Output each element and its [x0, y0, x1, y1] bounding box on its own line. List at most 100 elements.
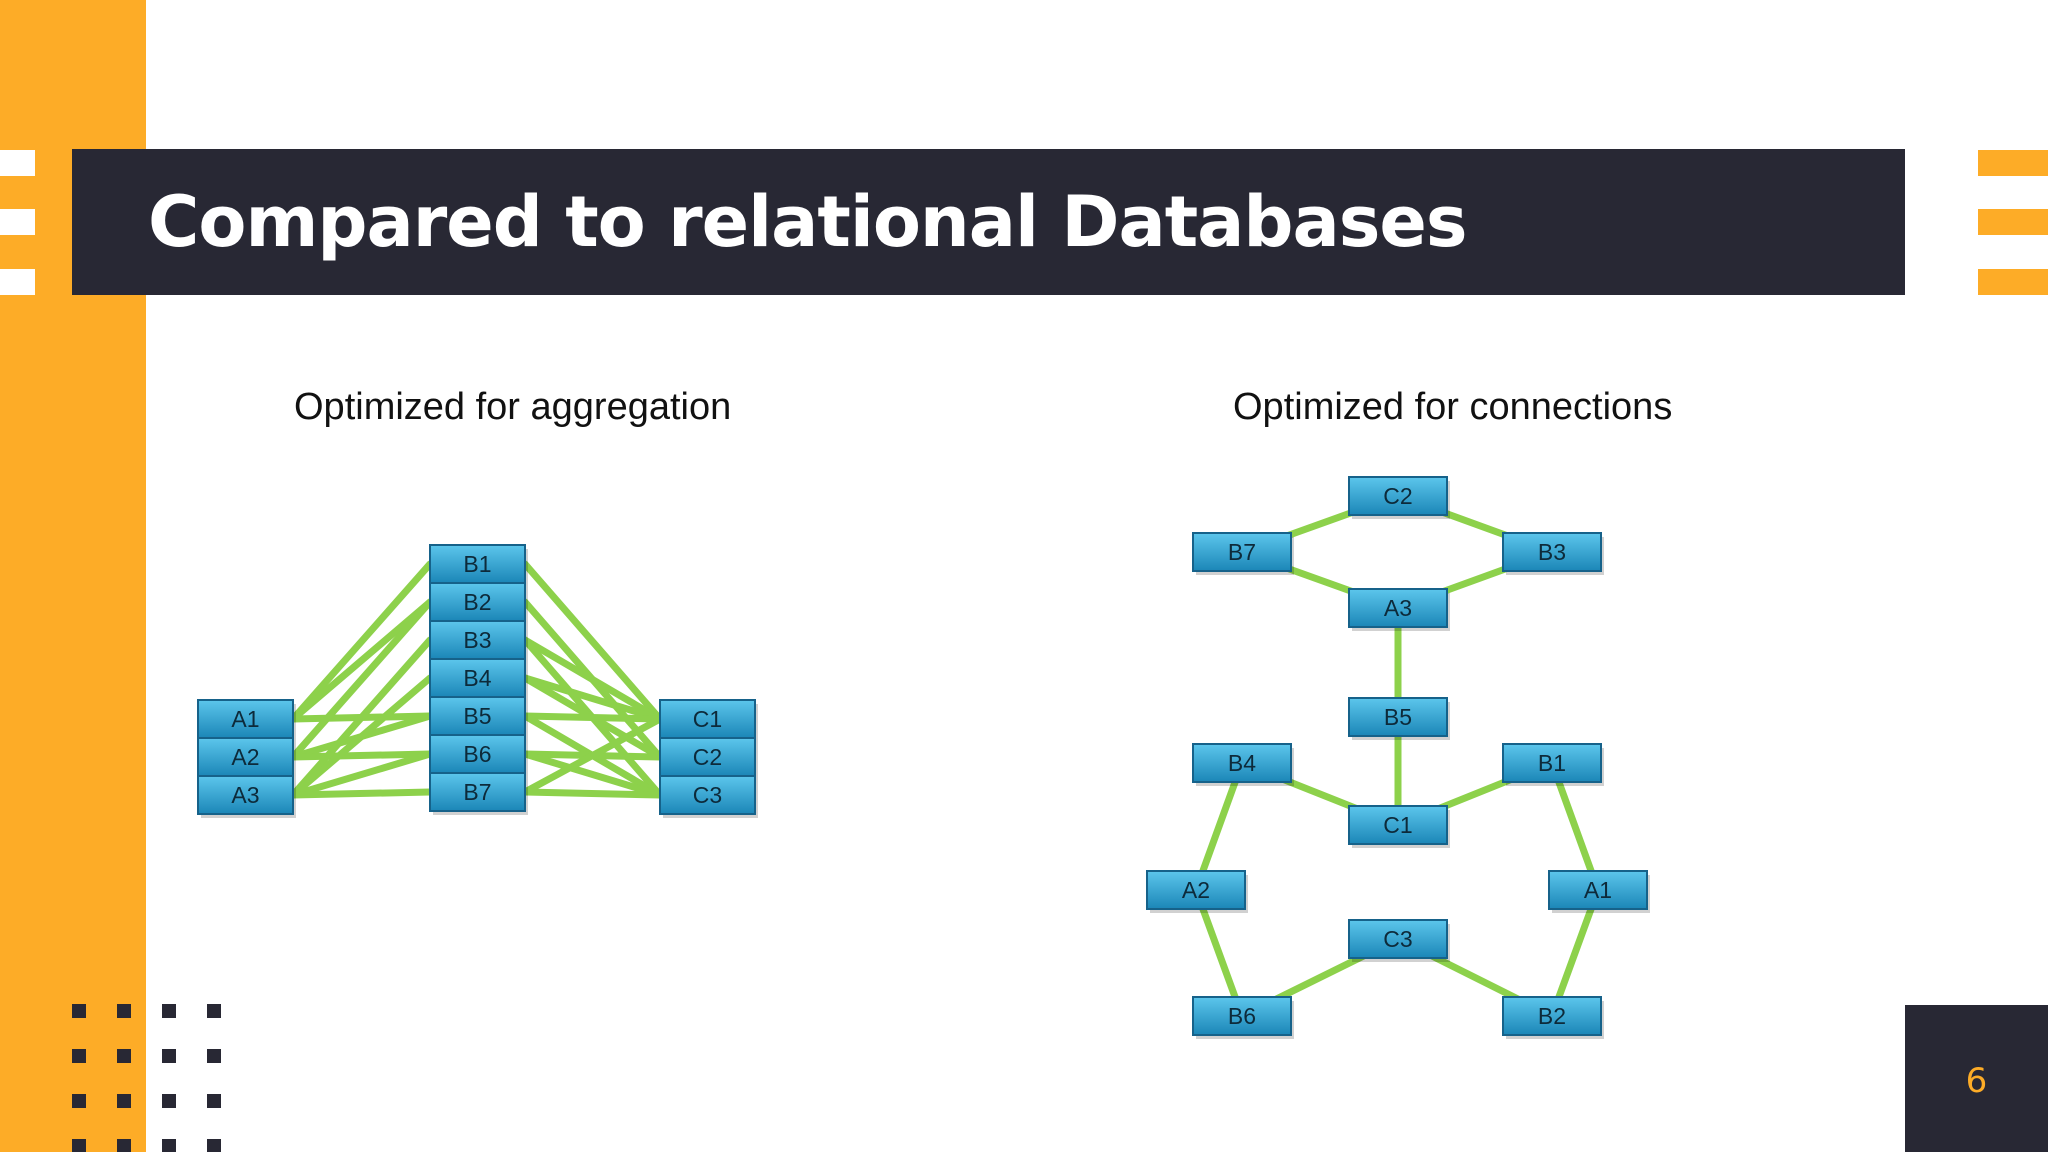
- slide-title: Compared to relational Databases: [148, 181, 1468, 263]
- node-b2: B2: [429, 582, 528, 625]
- decorative-dot: [207, 1139, 221, 1152]
- edge-b4-a2: [1192, 759, 1246, 894]
- node-b4: B4: [1192, 743, 1294, 786]
- edge-a1-b1: [289, 560, 434, 723]
- edge-b7-c1: [521, 715, 664, 796]
- edge-a3-b7: [289, 788, 434, 799]
- node-b6: B6: [1192, 996, 1294, 1039]
- node-label: C1: [693, 706, 722, 732]
- node-label: C1: [1383, 812, 1412, 838]
- node-b2: B2: [1502, 996, 1604, 1039]
- node-label: B4: [463, 665, 491, 691]
- node-b6: B6: [429, 734, 528, 777]
- node-c2: C2: [659, 737, 758, 780]
- decorative-dot: [72, 1094, 86, 1108]
- right-tick-mark: [1978, 150, 2048, 176]
- edge-b6-c3: [521, 750, 664, 799]
- title-band: Compared to relational Databases: [72, 149, 1905, 295]
- left-tick-mark: [0, 269, 35, 295]
- node-label: C3: [693, 782, 722, 808]
- node-label: B6: [463, 741, 491, 767]
- decorative-dot: [162, 1049, 176, 1063]
- aggregation-edges: [289, 560, 664, 799]
- edge-b4-c1: [521, 674, 664, 723]
- left-diagram-caption: Optimized for aggregation: [294, 386, 732, 428]
- edge-a3-b3: [289, 636, 434, 799]
- node-a2: A2: [197, 737, 296, 780]
- node-a2: A2: [1146, 870, 1248, 913]
- node-c2: C2: [1348, 476, 1450, 519]
- edge-a2-b2: [289, 598, 434, 761]
- node-label: B6: [1228, 1003, 1256, 1029]
- edge-a3-b6: [289, 750, 434, 799]
- node-label: C2: [1383, 483, 1412, 509]
- node-b3: B3: [1502, 532, 1604, 575]
- node-label: B7: [1228, 539, 1256, 565]
- node-label: B2: [1538, 1003, 1566, 1029]
- right-tick-mark: [1978, 209, 2048, 235]
- node-label: A3: [1384, 595, 1412, 621]
- node-c3: C3: [659, 775, 758, 818]
- node-label: B1: [463, 551, 491, 577]
- right-tick-mark: [1978, 269, 2048, 295]
- decorative-dot: [72, 1139, 86, 1152]
- edge-b7-c3: [521, 788, 664, 799]
- edge-a2-b6: [1192, 886, 1246, 1020]
- decorative-dot-grid: [72, 1004, 232, 1152]
- node-label: B2: [463, 589, 491, 615]
- decorative-dot: [72, 1049, 86, 1063]
- decorative-dot: [207, 1094, 221, 1108]
- node-b7: B7: [1192, 532, 1294, 575]
- edge-b5-c1: [521, 712, 664, 723]
- node-b5: B5: [429, 696, 528, 739]
- edge-a1-b2: [1548, 886, 1602, 1020]
- decorative-dot: [72, 1004, 86, 1018]
- node-label: C3: [1383, 926, 1412, 952]
- node-label: B1: [1538, 750, 1566, 776]
- decorative-dot: [207, 1004, 221, 1018]
- node-label: A3: [231, 782, 259, 808]
- decorative-dot: [117, 1049, 131, 1063]
- decorative-dot: [117, 1094, 131, 1108]
- edge-a2-b6: [289, 750, 434, 761]
- node-label: B5: [1384, 704, 1412, 730]
- node-label: A2: [231, 744, 259, 770]
- node-c3: C3: [1348, 919, 1450, 962]
- node-label: B3: [463, 627, 491, 653]
- decorative-dot: [207, 1049, 221, 1063]
- node-b5: B5: [1348, 697, 1450, 740]
- node-b7: B7: [429, 772, 528, 815]
- node-b4: B4: [429, 658, 528, 701]
- left-tick-mark: [0, 150, 35, 176]
- page-number-box: 6: [1905, 1005, 2048, 1152]
- decorative-dot: [162, 1004, 176, 1018]
- node-label: C2: [693, 744, 722, 770]
- node-label: A1: [231, 706, 259, 732]
- edge-b1-a1: [1548, 759, 1602, 894]
- node-b1: B1: [1502, 743, 1604, 786]
- node-a1: A1: [1548, 870, 1650, 913]
- decorative-dot: [162, 1094, 176, 1108]
- decorative-dot: [117, 1139, 131, 1152]
- edge-b1-c1: [521, 560, 664, 723]
- node-a1: A1: [197, 699, 296, 742]
- right-diagram-caption: Optimized for connections: [1233, 386, 1673, 428]
- node-a3: A3: [1348, 588, 1450, 631]
- left-tick-mark: [0, 209, 35, 235]
- decorative-dot: [162, 1139, 176, 1152]
- node-label: A1: [1584, 877, 1612, 903]
- edge-a1-b2: [289, 598, 434, 723]
- node-label: B5: [463, 703, 491, 729]
- node-label: B3: [1538, 539, 1566, 565]
- node-c1: C1: [659, 699, 758, 742]
- node-label: A2: [1182, 877, 1210, 903]
- edge-a3-b4: [289, 674, 434, 799]
- node-c1: C1: [1348, 805, 1450, 848]
- node-b1: B1: [429, 544, 528, 587]
- node-label: B7: [463, 779, 491, 805]
- page-number: 6: [1965, 1061, 1988, 1101]
- node-a3: A3: [197, 775, 296, 818]
- edge-b3-c1: [521, 636, 664, 723]
